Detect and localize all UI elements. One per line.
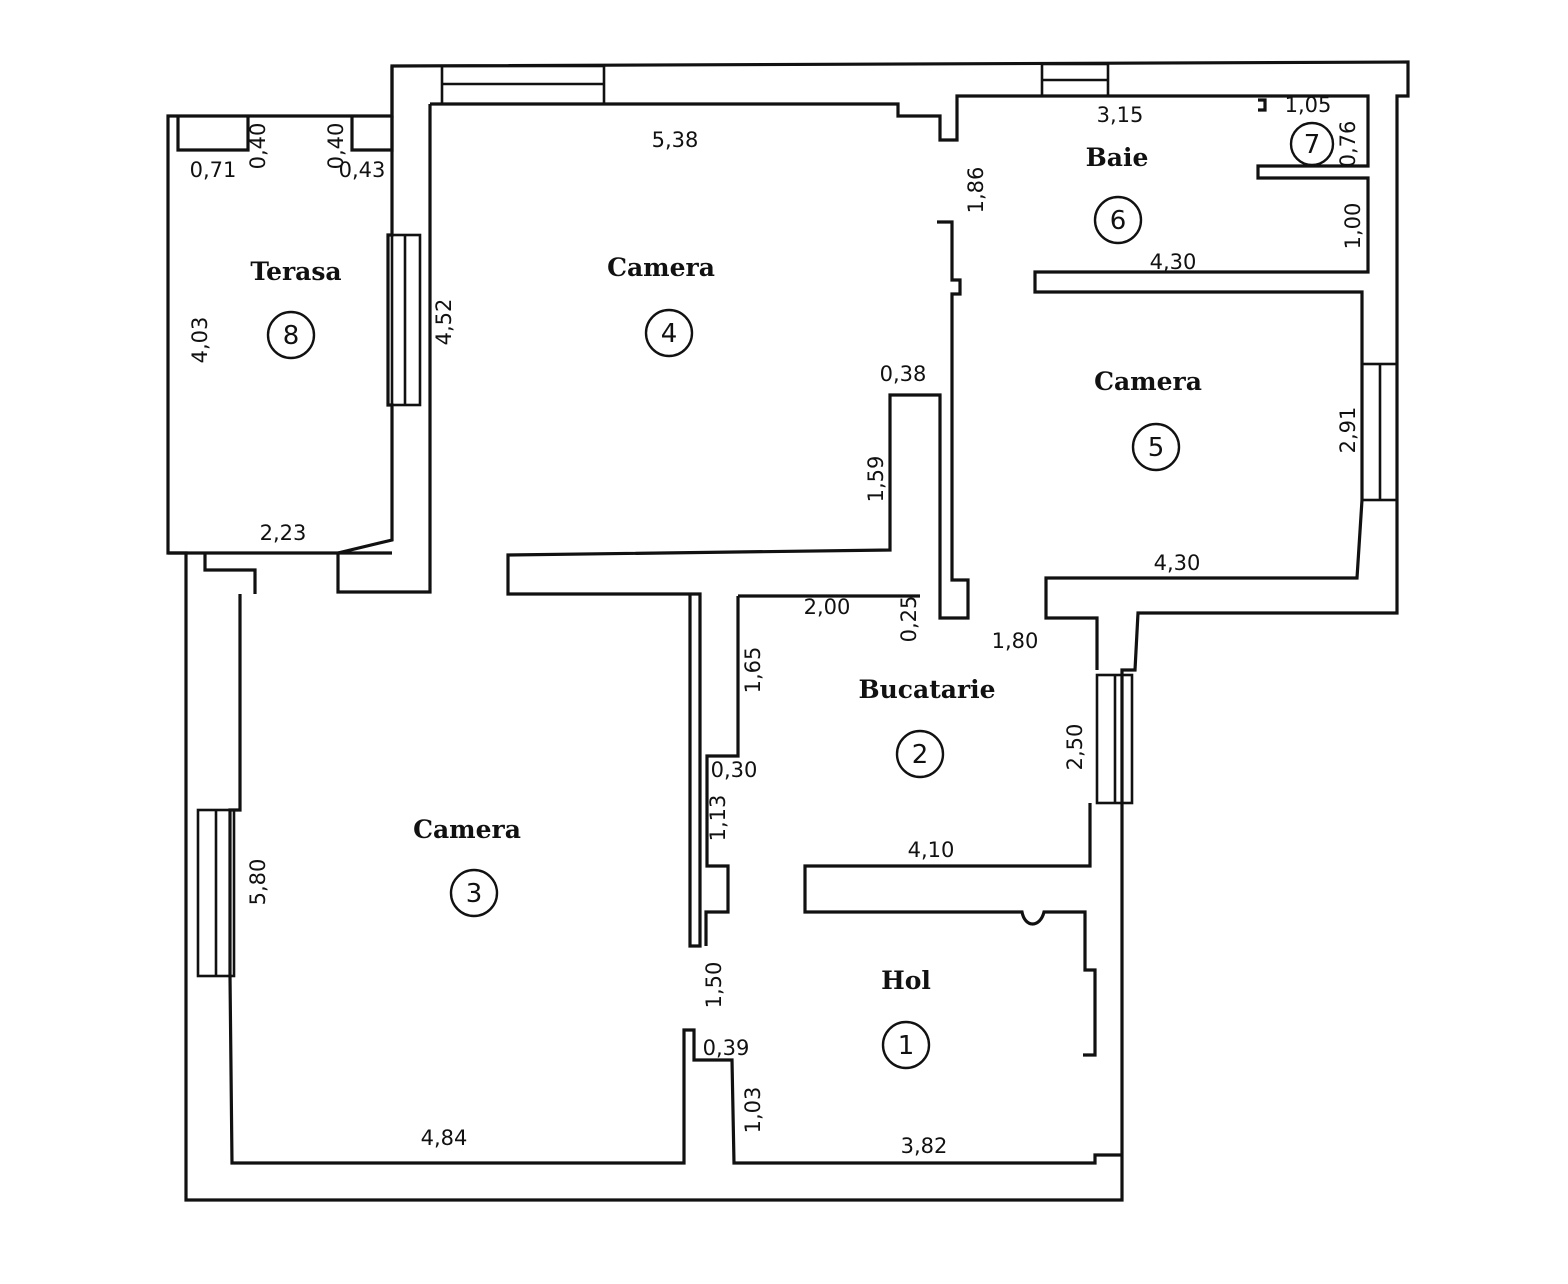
camera3-walls <box>228 594 1122 1165</box>
dimension-label: 2,50 <box>1063 724 1087 771</box>
terasa-partition <box>336 66 432 594</box>
dimension-label: 4,84 <box>421 1126 468 1150</box>
dimension-label: 1,86 <box>964 167 988 214</box>
dimension-label: 1,50 <box>702 962 726 1009</box>
room-number-camera5: 5 <box>1148 433 1165 463</box>
room-number-circle <box>266 310 316 360</box>
dimension-label: 1,59 <box>864 456 888 503</box>
exterior-wall-outline <box>166 60 1410 1202</box>
dimension-label: 2,00 <box>804 595 851 619</box>
dimension-label: 0,71 <box>190 158 237 182</box>
dimension-label: 0,38 <box>880 362 927 386</box>
room-number-circle <box>1131 422 1181 472</box>
room-number-bucatarie: 2 <box>912 740 929 770</box>
room-number-circle <box>644 308 694 358</box>
room-label-baie: Baie <box>1086 143 1149 172</box>
room-number-circle <box>449 868 499 918</box>
camera4-right-wall <box>506 220 970 948</box>
room-label-camera3: Camera <box>413 815 521 844</box>
room-label-terasa: Terasa <box>250 257 341 286</box>
dimension-label: 1,80 <box>992 629 1039 653</box>
dimension-label: 4,03 <box>188 317 212 364</box>
dimension-label: 1,65 <box>741 647 765 694</box>
dimension-label: 4,52 <box>432 299 456 346</box>
dimension-label: 1,03 <box>741 1087 765 1134</box>
dimension-label: 2,23 <box>260 521 307 545</box>
dimension-label: 4,30 <box>1150 250 1197 274</box>
terasa-inner-wall <box>176 116 394 152</box>
dimension-label: 0,43 <box>339 158 386 182</box>
wc-partition <box>1258 98 1267 112</box>
room-number-camera4: 4 <box>661 319 678 349</box>
room-number-terasa: 8 <box>283 321 300 351</box>
dimension-label: 3,82 <box>901 1134 948 1158</box>
dimension-label: 1,00 <box>1341 203 1365 250</box>
dimension-label: 0,40 <box>324 123 348 170</box>
dimension-label: 0,25 <box>897 596 921 643</box>
room-label-camera4: Camera <box>607 253 715 282</box>
dimension-label: 5,80 <box>246 859 270 906</box>
room-number-baie: 6 <box>1110 206 1127 236</box>
dimension-label: 1,05 <box>1285 93 1332 117</box>
dimension-label: 4,30 <box>1154 551 1201 575</box>
room-number-circle <box>1289 121 1335 167</box>
room-label-hol: Hol <box>881 966 931 995</box>
hol-bucatarie-wall <box>803 803 1097 1057</box>
room-label-bucatarie: Bucatarie <box>858 675 995 704</box>
room-number-hol: 1 <box>898 1031 915 1061</box>
dimension-label: 0,39 <box>703 1036 750 1060</box>
top-wall-inner <box>430 94 1370 364</box>
dimension-label: 0,76 <box>1336 121 1360 168</box>
dimension-label: 3,15 <box>1097 103 1144 127</box>
bucatarie-walls <box>704 594 920 946</box>
camera5-bottom-wall <box>1044 364 1364 670</box>
room-label-camera5: Camera <box>1094 367 1202 396</box>
room-number-camera3: 3 <box>466 879 483 909</box>
room-number-circle <box>1093 195 1143 245</box>
room-number-circle <box>895 729 945 779</box>
terasa-bottom <box>168 551 392 594</box>
dimension-label: 0,30 <box>711 758 758 782</box>
dimension-label: 2,91 <box>1336 407 1360 454</box>
dimension-label: 5,38 <box>652 128 699 152</box>
dimension-label: 1,13 <box>706 795 730 842</box>
dimension-label: 4,10 <box>908 838 955 862</box>
dimension-label: 0,40 <box>246 123 270 170</box>
room-number-circle <box>881 1020 931 1070</box>
room-number-wc: 7 <box>1304 130 1321 160</box>
